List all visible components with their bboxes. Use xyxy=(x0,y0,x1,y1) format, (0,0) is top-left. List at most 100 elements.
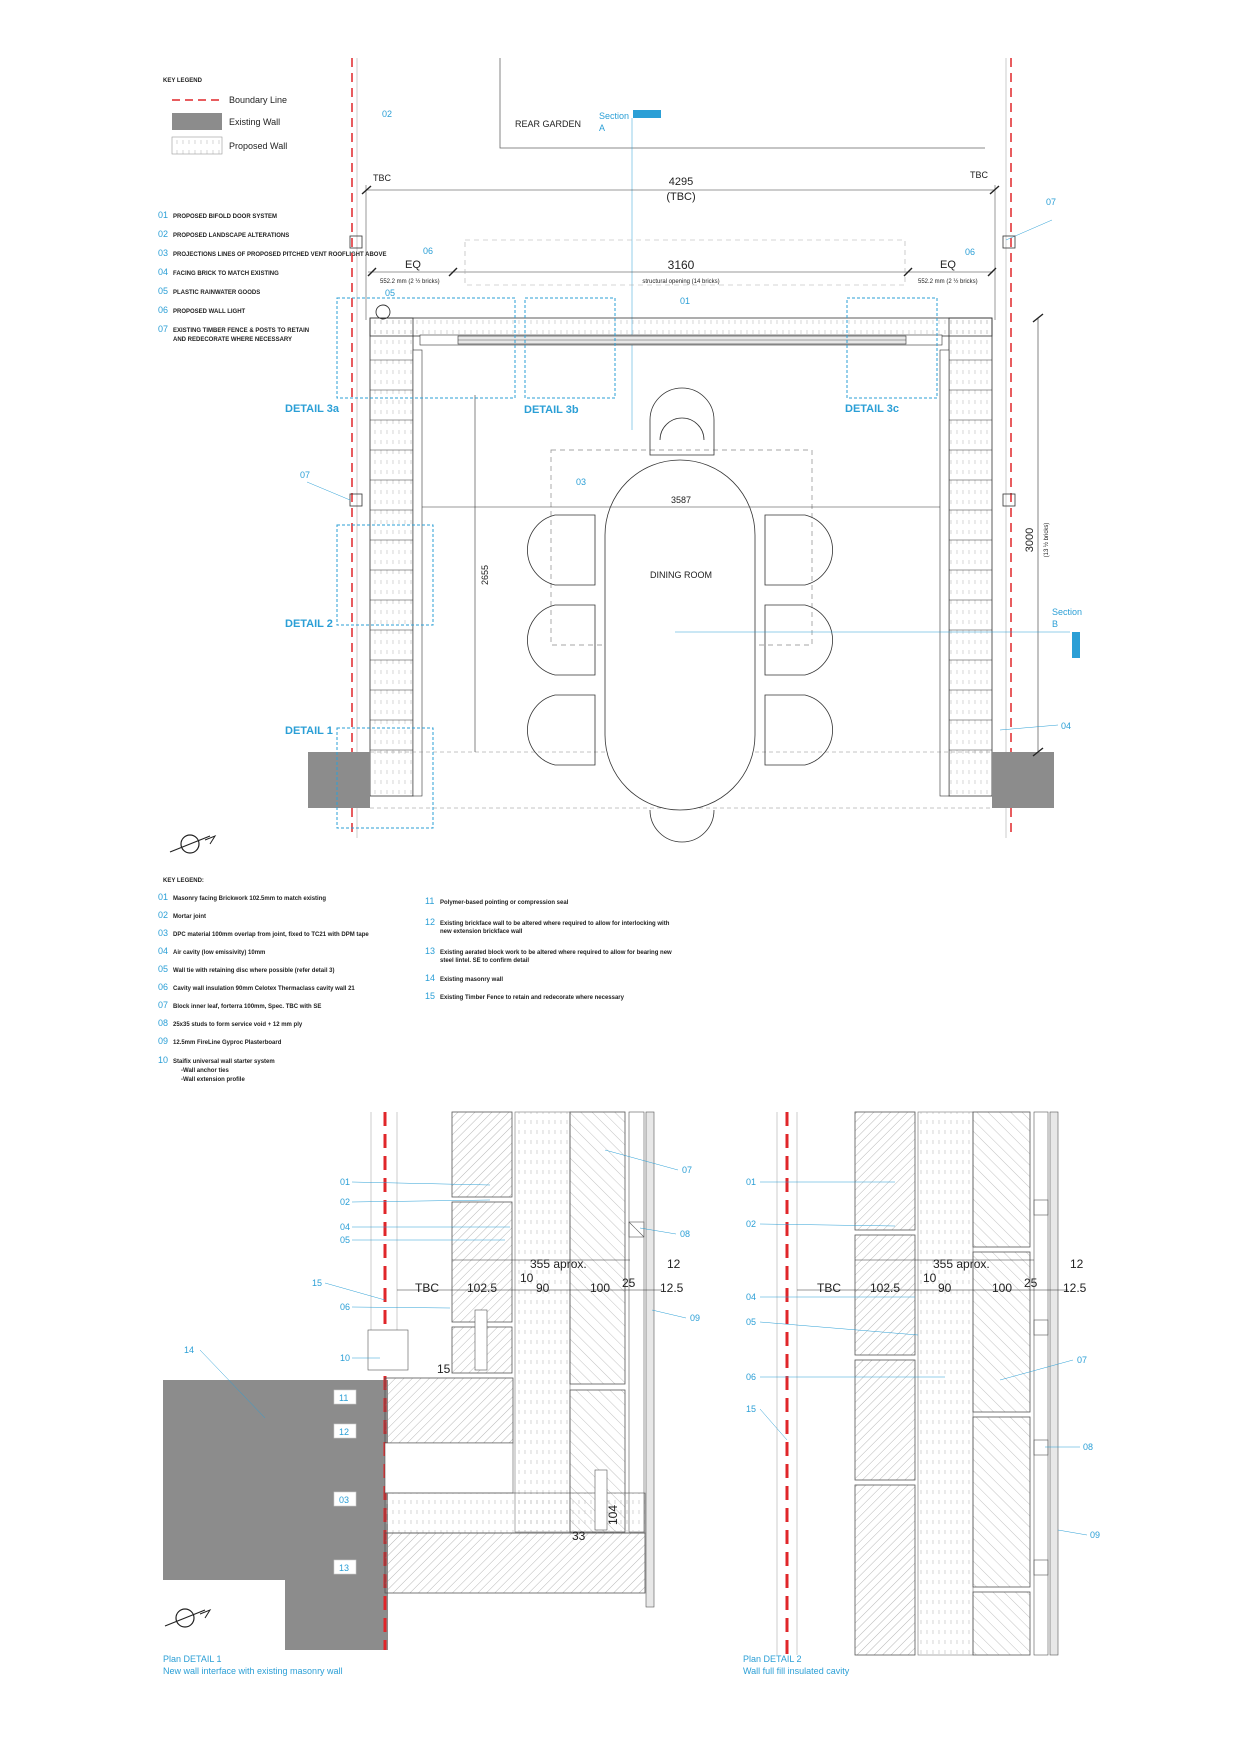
legend-num: 11 xyxy=(425,896,434,906)
detail1-label-01: 01 xyxy=(340,1177,350,1187)
legend-subitem: Wall anchor ties xyxy=(183,1068,229,1074)
legend-num: 08 xyxy=(158,1018,168,1028)
dimension-3160: 3160 xyxy=(668,258,695,272)
legend-boundary-label: Boundary Line xyxy=(229,95,287,105)
section-a-letter: A xyxy=(599,123,605,133)
legend-num: 15 xyxy=(425,991,435,1001)
legend-text: DPC material 100mm overlap from joint, f… xyxy=(173,932,369,938)
detail2-title: Plan DETAIL 2 xyxy=(743,1654,802,1664)
plan-note-num: 05 xyxy=(158,286,168,296)
rear-garden-label: REAR GARDEN xyxy=(515,119,581,129)
proposed-wall-swatch xyxy=(171,136,223,155)
dimension-4295: 4295 xyxy=(669,176,693,188)
plan-detail-2: 355 aprox. TBC 102.5 10 90 100 25 12 12.… xyxy=(743,1111,1100,1676)
detail2-label-15: 15 xyxy=(746,1404,756,1414)
tag-07-left: 07 xyxy=(300,470,310,480)
eq-right: EQ xyxy=(940,259,956,271)
dimension-3000-sub: (13 ½ bricks) xyxy=(1043,523,1050,558)
tag-06-left: 06 xyxy=(423,246,433,256)
existing-masonry-wall xyxy=(163,1380,388,1580)
top-key-legend: KEY LEGEND Boundary Line Existing Wall P… xyxy=(163,78,287,155)
north-arrow-icon xyxy=(169,834,217,854)
legend-num: 13 xyxy=(425,946,435,956)
dimension-tbc: (TBC) xyxy=(666,191,695,203)
detail2-label-05: 05 xyxy=(746,1317,756,1327)
detail2-dim-10: 10 xyxy=(923,1271,937,1285)
plan-note-text: PLASTIC RAINWATER GOODS xyxy=(173,290,260,296)
detail1-dim-90: 90 xyxy=(536,1281,550,1295)
plan-note-num: 03 xyxy=(158,248,168,258)
detail-3a-box xyxy=(336,297,516,399)
rainwater-pipe xyxy=(375,304,391,320)
legend-text: new extension brickface wall xyxy=(440,929,523,935)
legend-text: Air cavity (low emissivity) 10mm xyxy=(173,950,265,956)
legend-text: Mortar joint xyxy=(173,914,206,920)
legend-num: 14 xyxy=(425,973,435,983)
detail1-dim-15: 15 xyxy=(437,1362,451,1376)
legend-subitem: Wall extension profile xyxy=(183,1077,245,1083)
detail-3b-box xyxy=(524,297,616,399)
detail2-label-01: 01 xyxy=(746,1177,756,1187)
plan-detail-1: 355 aprox. TBC 102.5 10 90 100 25 12 12.… xyxy=(163,1111,700,1676)
plan-note-num: 07 xyxy=(158,324,168,334)
detail2-dim-355: 355 aprox. xyxy=(933,1257,990,1271)
detail1-label-14: 14 xyxy=(184,1345,194,1355)
detail1-label-06: 06 xyxy=(340,1302,350,1312)
legend-num: 12 xyxy=(425,917,435,927)
tag-07-right: 07 xyxy=(1046,197,1056,207)
detail-1-box xyxy=(336,727,434,829)
legend-existing-label: Existing Wall xyxy=(229,117,280,127)
detail-3c-label: DETAIL 3c xyxy=(845,403,899,415)
tag-01: 01 xyxy=(680,296,690,306)
brick-dim-left: 552.2 mm (2 ½ bricks) xyxy=(380,278,440,285)
detail1-dim-25: 25 xyxy=(622,1276,636,1290)
detail2-dim-1025: 102.5 xyxy=(870,1281,900,1295)
detail1-north-arrow-icon xyxy=(164,1608,212,1628)
detail1-label-04: 04 xyxy=(340,1222,350,1232)
legend-text: 12.5mm FireLine Gyproc Plasterboard xyxy=(173,1040,282,1046)
tag-05: 05 xyxy=(385,288,395,298)
legend-num: 09 xyxy=(158,1036,168,1046)
detail2-dim-12: 12 xyxy=(1070,1257,1084,1271)
legend-text: Wall tie with retaining disc where possi… xyxy=(173,968,334,974)
dining-room-label: DINING ROOM xyxy=(650,570,712,580)
detail2-dim-100: 100 xyxy=(992,1281,1012,1295)
dining-table xyxy=(527,387,833,843)
legend-text: Block inner leaf, forterra 100mm, Spec. … xyxy=(173,1004,321,1010)
detail2-dim-25: 25 xyxy=(1024,1276,1038,1290)
legend-num: 07 xyxy=(158,1000,168,1010)
detail-legend-title: KEY LEGEND: xyxy=(163,878,204,884)
brick-dim-right: 552.2 mm (2 ½ bricks) xyxy=(918,278,978,285)
legend-num: 06 xyxy=(158,982,168,992)
detail-2-label: DETAIL 2 xyxy=(285,618,333,630)
detail1-label-08: 08 xyxy=(680,1229,690,1239)
detail1-label-15: 15 xyxy=(312,1278,322,1288)
detail-1-label: DETAIL 1 xyxy=(285,725,333,737)
detail1-label-05: 05 xyxy=(340,1235,350,1245)
legend-text: Existing aerated block work to be altere… xyxy=(440,950,672,956)
detail1-dim-tbc: TBC xyxy=(415,1281,439,1295)
legend-text: Polymer-based pointing or compression se… xyxy=(440,900,569,906)
detail1-label-07: 07 xyxy=(682,1165,692,1175)
tag-04: 04 xyxy=(1061,721,1071,731)
plan-note-text: EXISTING TIMBER FENCE & POSTS TO RETAIN xyxy=(173,328,309,334)
legend-text: Staifix universal wall starter system xyxy=(173,1059,275,1065)
plan-note-num: 01 xyxy=(158,210,168,220)
detail1-dim-125: 12.5 xyxy=(660,1281,684,1295)
existing-wall-swatch xyxy=(172,113,222,130)
detail1-label-10: 10 xyxy=(340,1353,350,1363)
detail1-dim-33: 33 xyxy=(572,1529,586,1543)
legend-title: KEY LEGEND xyxy=(163,78,203,84)
dimension-3587: 3587 xyxy=(671,495,691,505)
tag-03: 03 xyxy=(576,477,586,487)
detail2-dim-90: 90 xyxy=(938,1281,952,1295)
legend-num: 05 xyxy=(158,964,168,974)
legend-text: Cavity wall insulation 90mm Celotex Ther… xyxy=(173,986,355,992)
detail1-box-12: 12 xyxy=(339,1427,349,1437)
legend-text: Existing brickface wall to be altered wh… xyxy=(440,921,670,927)
plan-note-text: PROJECTIONS LINES OF PROPOSED PITCHED VE… xyxy=(173,252,386,258)
detail1-label-02: 02 xyxy=(340,1197,350,1207)
detail1-box-11: 11 xyxy=(339,1393,348,1403)
existing-wall-right xyxy=(992,752,1054,808)
detail2-dim-tbc: TBC xyxy=(817,1281,841,1295)
